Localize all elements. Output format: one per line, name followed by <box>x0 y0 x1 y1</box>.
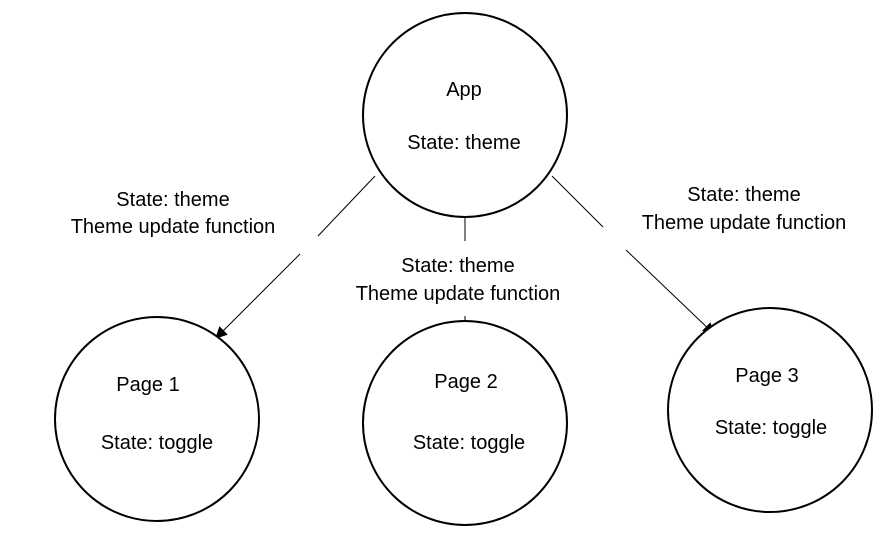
edge-label-line: State: theme <box>687 184 800 206</box>
node-state: State: toggle <box>413 432 525 454</box>
edge-line-segment <box>551 175 604 228</box>
edge-label-right: State: theme Theme update function <box>642 184 847 234</box>
edge-label-line: Theme update function <box>71 216 276 238</box>
node-title: Page 1 <box>116 374 179 396</box>
edge-line-segment <box>317 175 376 237</box>
node-page2: Page 2 State: toggle <box>362 320 568 526</box>
edge-label-left: State: theme Theme update function <box>71 189 276 238</box>
edge-label-line: State: theme <box>401 255 514 277</box>
node-state: State: theme <box>407 132 520 154</box>
node-circle <box>362 320 568 526</box>
edge-arrow-segment <box>625 249 715 335</box>
edge-label-line: Theme update function <box>356 283 561 305</box>
node-title: App <box>446 79 482 101</box>
edge-app-to-page3 <box>551 175 715 335</box>
node-circle <box>667 307 873 513</box>
node-state: State: toggle <box>715 417 827 439</box>
node-title: Page 2 <box>434 371 497 393</box>
node-state: State: toggle <box>101 432 213 454</box>
edge-label-middle: State: theme Theme update function <box>356 255 561 305</box>
node-page1: Page 1 State: toggle <box>54 316 260 522</box>
edge-label-line: State: theme <box>116 189 229 211</box>
node-page3: Page 3 State: toggle <box>667 307 873 513</box>
node-circle <box>54 316 260 522</box>
node-circle <box>362 12 568 218</box>
edge-label-line: Theme update function <box>642 212 847 234</box>
node-title: Page 3 <box>735 365 798 387</box>
edge-arrow-segment <box>215 253 301 339</box>
edge-app-to-page1 <box>215 175 376 339</box>
node-app: App State: theme <box>362 12 568 218</box>
